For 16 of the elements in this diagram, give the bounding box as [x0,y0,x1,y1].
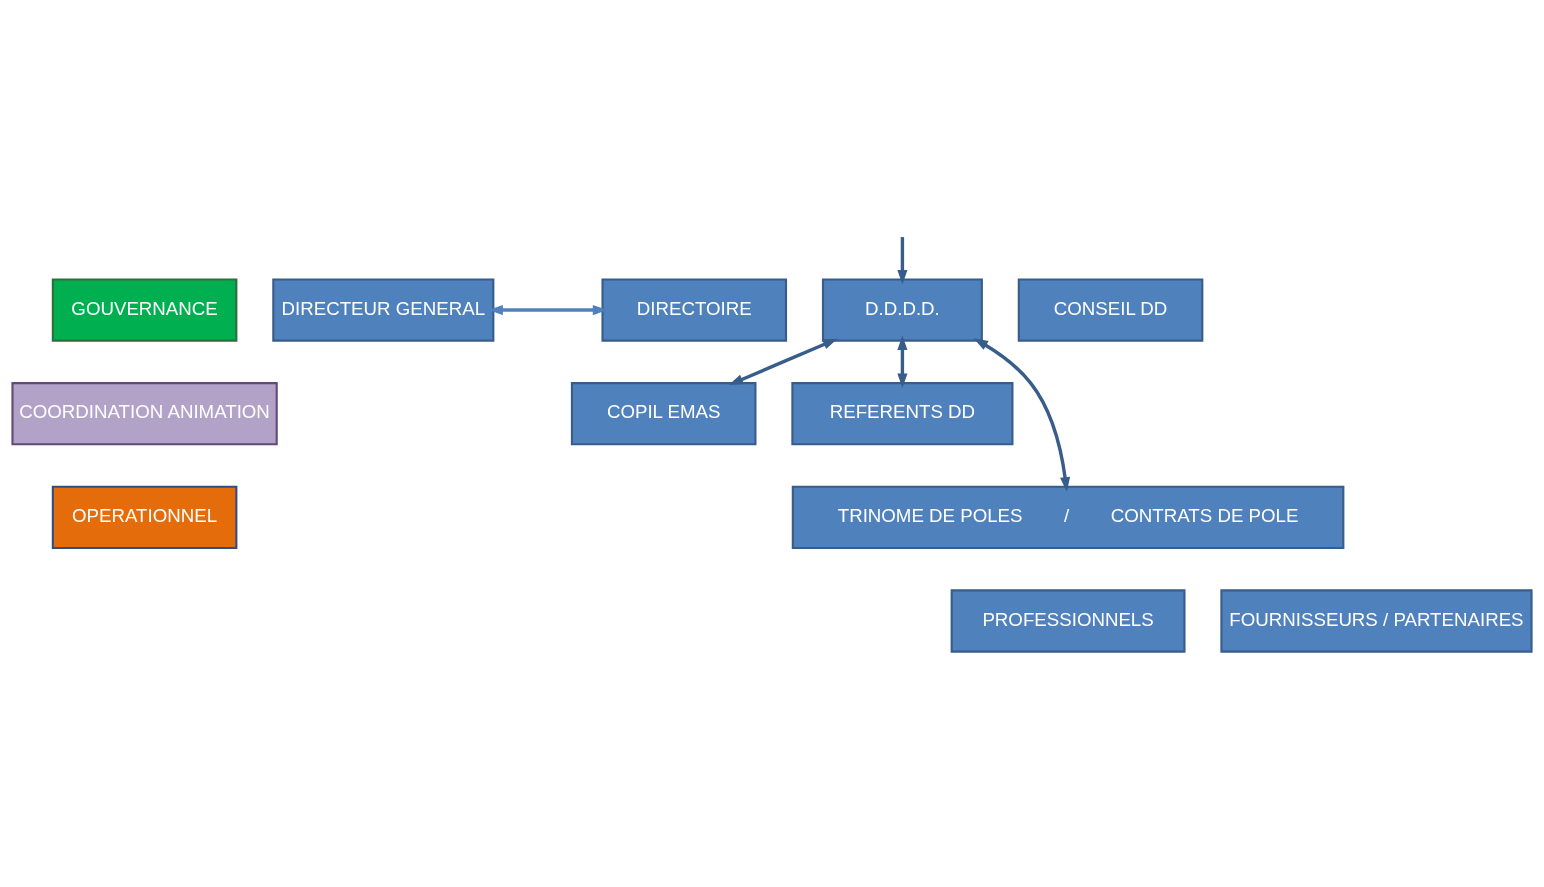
node-box: REFERENTS DD [791,381,1014,445]
node-box: FOURNISSEURS / PARTENAIRES [1220,588,1533,653]
node-box: PROFESSIONNELS [950,588,1186,653]
node-box: GOUVERNANCE [51,277,238,342]
arrow [728,338,838,385]
node-box: DIRECTEUR GENERAL [272,277,495,342]
node-box: DIRECTOIRE [601,277,788,342]
node-box: COPIL EMAS [570,381,757,445]
node-box: D.D.D.D. [821,277,983,342]
node-box: COORDINATION ANIMATION [11,381,278,445]
node-box: TRINOME DE POLES / CONTRATS DE POLE [791,485,1345,549]
arrow [897,236,908,284]
arrow [897,335,908,388]
arrow [973,337,1071,492]
node-box: CONSEIL DD [1017,277,1204,342]
node-box: OPERATIONNEL [51,485,238,549]
